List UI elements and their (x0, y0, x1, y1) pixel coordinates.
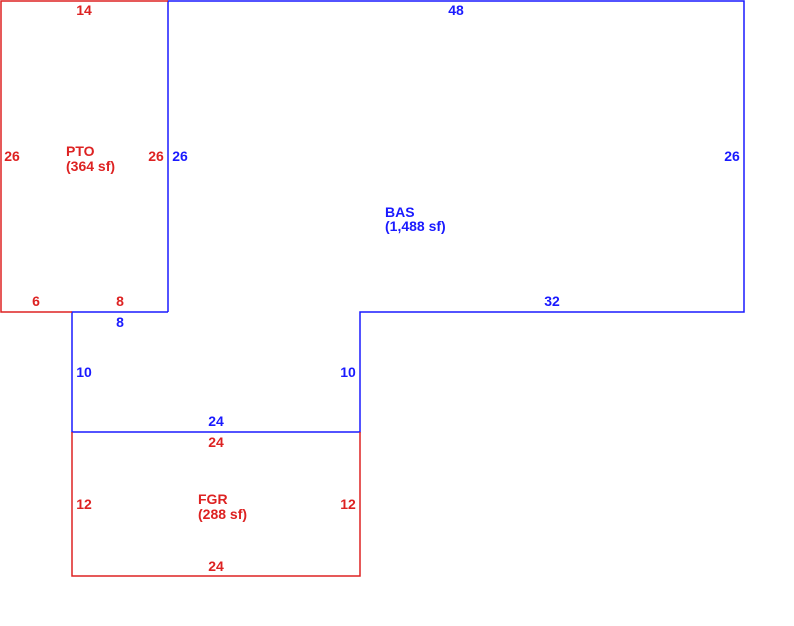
fgr-left-dimension: 12 (76, 496, 92, 512)
fgr-outline (71, 432, 361, 577)
pto-left-dimension: 26 (4, 148, 20, 164)
fgr-top-dimension: 24 (208, 434, 224, 450)
bas-area-size: (1,488 sf) (385, 218, 446, 234)
bas-top-dimension: 48 (448, 2, 464, 18)
pto-top-dimension: 14 (76, 2, 92, 18)
pto-right-dimension: 26 (148, 148, 164, 164)
fgr-bottom-dimension: 24 (208, 558, 224, 574)
fgr-area-name: FGR (198, 491, 228, 507)
bas-inner-right-dimension: 10 (340, 364, 356, 380)
pto-outline (0, 0, 168, 313)
bas-left-lower-dimension: 10 (76, 364, 92, 380)
bas-right-dimension: 26 (724, 148, 740, 164)
bas-left-upper-dimension: 26 (172, 148, 188, 164)
bas-bottom-dimension: 24 (208, 413, 224, 429)
bas-step-bottom-dimension: 8 (116, 314, 124, 330)
pto-bottom-right-dimension: 8 (116, 293, 124, 309)
pto-area-name: PTO (66, 143, 95, 159)
bas-bottom-right-dimension: 32 (544, 293, 560, 309)
bas-area-name: BAS (385, 204, 415, 220)
fgr-area-size: (288 sf) (198, 506, 247, 522)
bas-outline (71, 0, 745, 433)
pto-bottom-left-dimension: 6 (32, 293, 40, 309)
fgr-right-dimension: 12 (340, 496, 356, 512)
pto-area-size: (364 sf) (66, 158, 115, 174)
